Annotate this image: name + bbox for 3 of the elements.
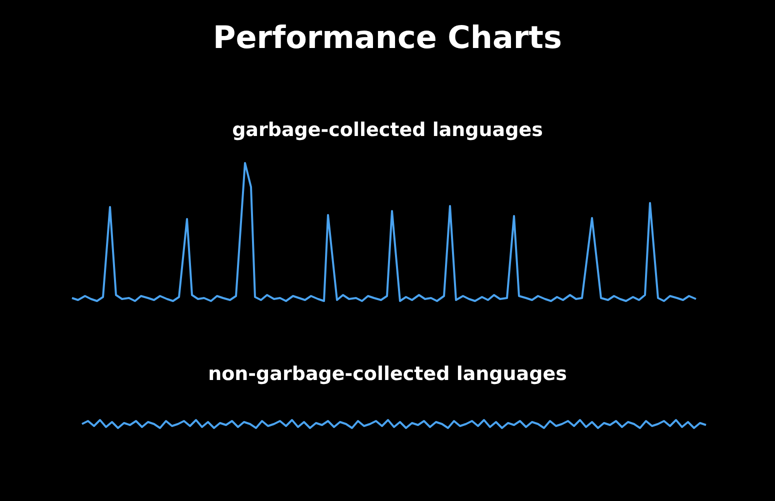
chart-label: non-garbage-collected languages [207,363,568,385]
chart-label: garbage-collected languages [231,119,544,141]
title: Performance Charts [212,20,563,56]
